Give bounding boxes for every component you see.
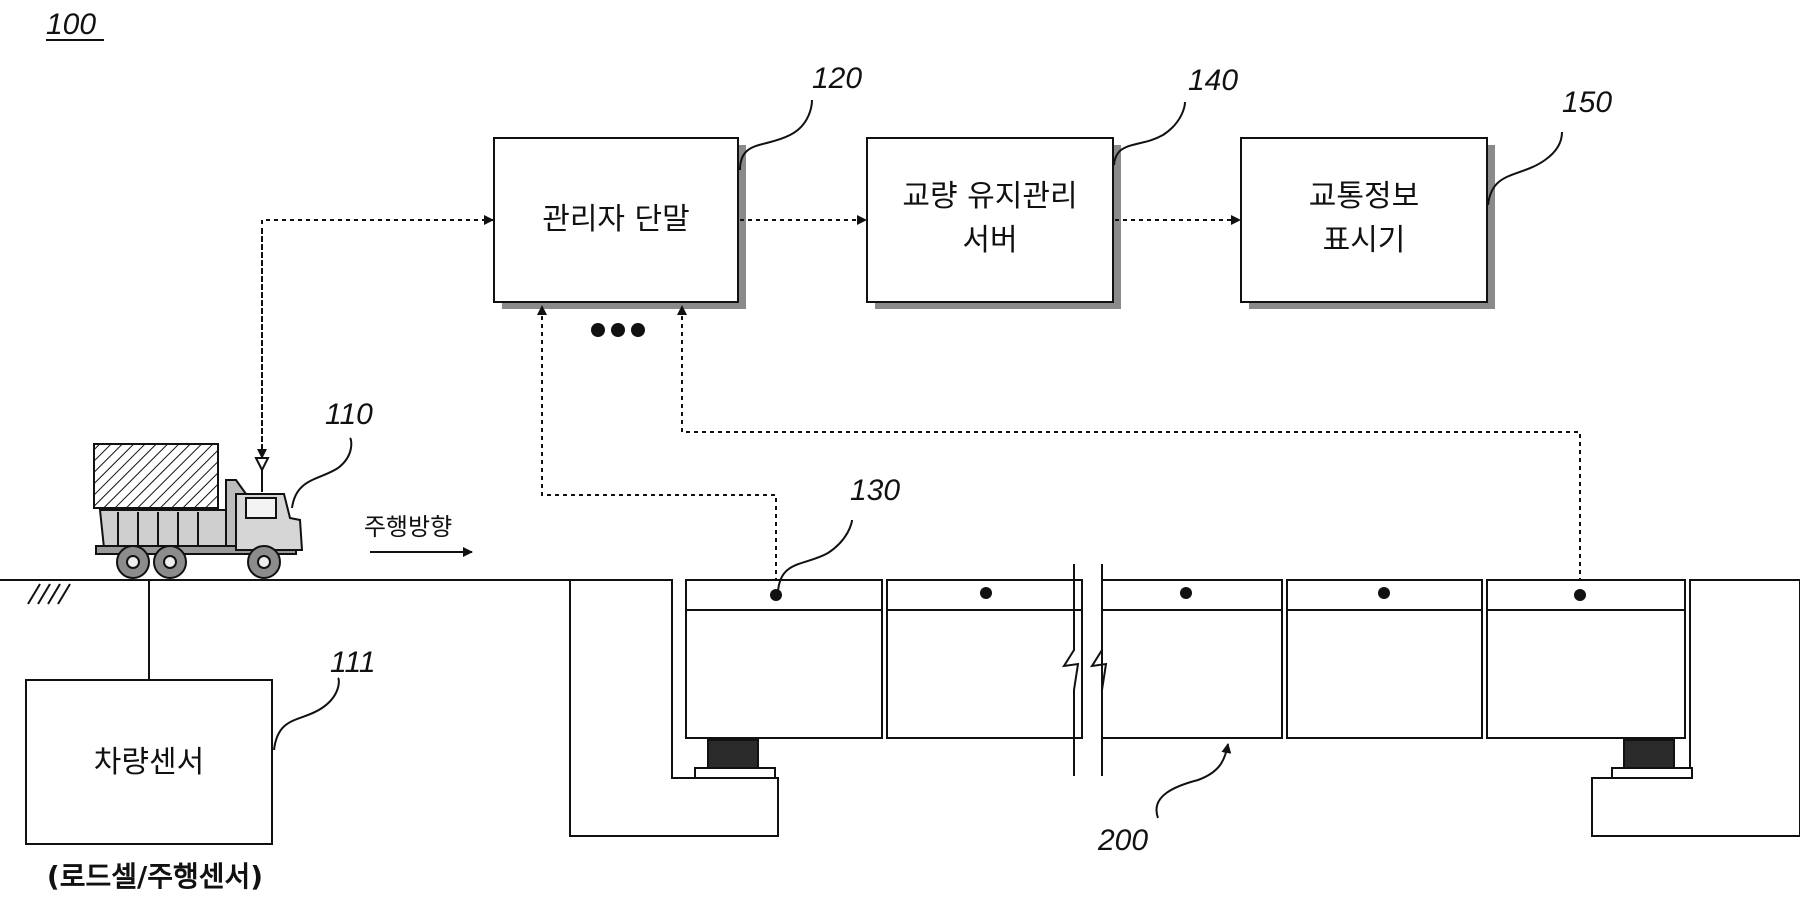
server-label-line1: 교량 유지관리 [902,179,1077,214]
ref-140: 140 [1188,64,1238,97]
deck-segment-4 [1286,579,1483,739]
data-flow-arrows [257,215,1581,590]
sensor-dot-4 [1378,587,1390,599]
right-bearing [1623,739,1675,769]
bridge [569,579,1800,837]
sensor-dot-2 [980,587,992,599]
ground-line [0,579,570,605]
break-symbol [1062,564,1108,776]
traffic-display-block: 교통정보 표시기 [1240,137,1495,309]
server-label-line2: 서버 [962,223,1017,258]
maintenance-server-block: 교량 유지관리 서버 [866,137,1121,309]
manager-terminal-block: 관리자 단말 [493,137,746,309]
truck [93,443,304,579]
figure-number: 100 [46,8,104,41]
sensor-dot-5 [1574,589,1586,601]
deck-segment-2 [886,579,1083,739]
bridge-sensors [770,587,1586,601]
ref-130: 130 [850,474,900,507]
left-abutment [569,579,779,837]
ref-150: 150 [1562,86,1612,119]
ref-leader-110: 110 [291,398,373,509]
vehicle-sensor-label: 차량센서 [94,745,204,780]
display-label-line1: 교통정보 [1309,179,1419,214]
deck-segment-3 [1101,579,1283,739]
sensor-dot-1 [770,589,782,601]
ref-leader-111: 111 [273,646,376,751]
ref-111: 111 [330,646,376,679]
driving-direction: 주행방향 [364,513,473,557]
sensor-dot-3 [1180,587,1192,599]
deck-segment-1 [685,579,883,739]
ref-leader-140: 140 [1113,64,1238,166]
arrow-sensor130-to-terminal [537,305,777,590]
arrow-sensor-right-to-terminal [677,305,1581,590]
vehicle-sensor-caption: (로드셀/주행센서) [47,860,263,893]
manager-terminal-label: 관리자 단말 [542,202,690,237]
arrow-truck-to-terminal [261,215,494,456]
svg-text:100: 100 [46,8,96,41]
display-label-line2: 표시기 [1323,223,1406,258]
vehicle-sensor-block: 차량센서 (로드셀/주행센서) [25,580,273,893]
left-bearing-plate [694,767,776,779]
ellipsis-dots [591,323,645,337]
ref-leader-120: 120 [739,62,862,171]
ref-leader-200: 200 [1097,743,1232,857]
deck-segment-5 [1486,579,1686,739]
ref-200: 200 [1097,824,1148,857]
direction-label: 주행방향 [364,513,452,541]
right-bearing-plate [1611,767,1693,779]
ref-leader-130: 130 [777,474,900,593]
ref-110: 110 [325,398,373,431]
ref-120: 120 [812,62,862,95]
left-bearing [707,739,759,769]
ref-leader-150: 150 [1487,86,1612,206]
